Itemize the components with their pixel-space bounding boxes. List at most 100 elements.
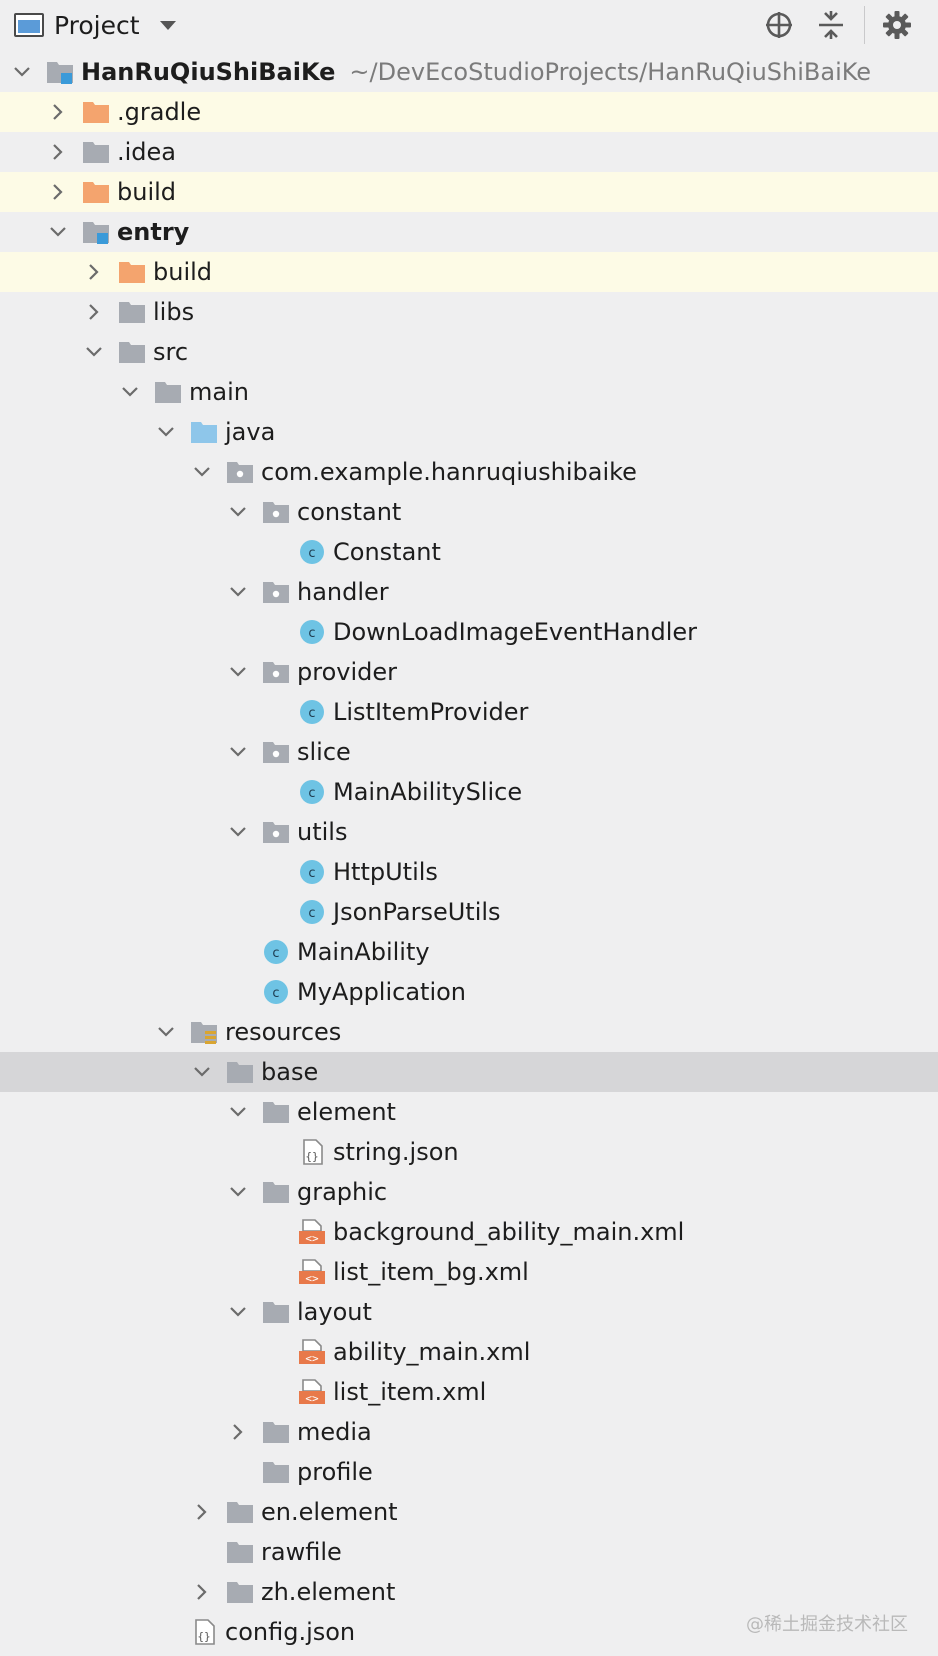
- chevron-down-icon[interactable]: [192, 462, 212, 482]
- tree-row[interactable]: {}string.json: [0, 1132, 938, 1172]
- tree-row[interactable]: resources: [0, 1012, 938, 1052]
- tree-row[interactable]: utils: [0, 812, 938, 852]
- locate-icon[interactable]: [762, 8, 796, 42]
- chevron-down-icon[interactable]: [84, 342, 104, 362]
- tree-item-name: resources: [225, 1018, 342, 1046]
- tree-item-label: handler: [297, 577, 389, 607]
- svg-text:c: c: [308, 906, 315, 921]
- tree-row[interactable]: zh.element: [0, 1572, 938, 1612]
- folder-icon: [262, 1299, 290, 1325]
- tree-row[interactable]: base: [0, 1052, 938, 1092]
- tree-row[interactable]: layout: [0, 1292, 938, 1332]
- tree-row[interactable]: provider: [0, 652, 938, 692]
- gear-icon[interactable]: [880, 8, 914, 42]
- chevron-right-icon[interactable]: [192, 1502, 212, 1522]
- source-folder-icon: [190, 419, 218, 445]
- tree-item-name: media: [297, 1418, 372, 1446]
- chevron-right-icon[interactable]: [48, 182, 68, 202]
- folder-icon: [118, 339, 146, 365]
- tree-item-label: config.json: [225, 1617, 355, 1647]
- chevron-down-icon[interactable]: [228, 742, 248, 762]
- tree-item-label: provider: [297, 657, 397, 687]
- tree-item-label: .gradle: [117, 97, 201, 127]
- tree-item-name: list_item_bg.xml: [333, 1258, 529, 1286]
- class-icon: c: [298, 779, 326, 805]
- project-tree: HanRuQiuShiBaiKe~/DevEcoStudioProjects/H…: [0, 52, 938, 1652]
- chevron-down-icon[interactable]: [156, 1022, 176, 1042]
- tree-row[interactable]: media: [0, 1412, 938, 1452]
- tree-row[interactable]: .gradle: [0, 92, 938, 132]
- tree-item-label: resources: [225, 1017, 341, 1047]
- tree-row[interactable]: HanRuQiuShiBaiKe~/DevEcoStudioProjects/H…: [0, 52, 938, 92]
- collapse-all-icon[interactable]: [814, 8, 848, 42]
- tree-row[interactable]: com.example.hanruqiushibaike: [0, 452, 938, 492]
- chevron-down-icon[interactable]: [120, 382, 140, 402]
- tree-row[interactable]: c JsonParseUtils: [0, 892, 938, 932]
- tree-row[interactable]: en.element: [0, 1492, 938, 1532]
- tree-item-label: background_ability_main.xml: [333, 1217, 684, 1247]
- tree-row[interactable]: build: [0, 172, 938, 212]
- tree-item-label: build: [117, 177, 176, 207]
- tree-row[interactable]: main: [0, 372, 938, 412]
- tree-row[interactable]: element: [0, 1092, 938, 1132]
- tree-row[interactable]: entry: [0, 212, 938, 252]
- tree-row[interactable]: build: [0, 252, 938, 292]
- tree-row[interactable]: <>list_item_bg.xml: [0, 1252, 938, 1292]
- tree-item-name: utils: [297, 818, 348, 846]
- tree-item-label: JsonParseUtils: [333, 897, 501, 927]
- chevron-down-icon[interactable]: [228, 822, 248, 842]
- tree-row[interactable]: java: [0, 412, 938, 452]
- tree-row[interactable]: <>list_item.xml: [0, 1372, 938, 1412]
- chevron-down-icon[interactable]: [228, 502, 248, 522]
- package-icon: [262, 659, 290, 685]
- chevron-right-icon[interactable]: [48, 142, 68, 162]
- tree-row[interactable]: constant: [0, 492, 938, 532]
- tree-item-label: base: [261, 1057, 318, 1087]
- chevron-down-icon[interactable]: [48, 222, 68, 242]
- tree-row[interactable]: .idea: [0, 132, 938, 172]
- tree-row[interactable]: profile: [0, 1452, 938, 1492]
- svg-text:c: c: [308, 546, 315, 561]
- chevron-down-icon[interactable]: [228, 662, 248, 682]
- tree-item-name: MainAbilitySlice: [333, 778, 523, 806]
- class-icon: c: [262, 979, 290, 1005]
- folder-icon: [262, 1099, 290, 1125]
- tree-item-name: com.example.hanruqiushibaike: [261, 458, 637, 486]
- chevron-down-icon[interactable]: [156, 422, 176, 442]
- tree-row[interactable]: graphic: [0, 1172, 938, 1212]
- window-icon: [14, 13, 44, 37]
- excluded-folder-icon: [82, 179, 110, 205]
- tree-row[interactable]: <>ability_main.xml: [0, 1332, 938, 1372]
- tree-row[interactable]: src: [0, 332, 938, 372]
- tree-row[interactable]: <>background_ability_main.xml: [0, 1212, 938, 1252]
- tree-row[interactable]: {}config.json: [0, 1612, 938, 1652]
- tree-item-label: constant: [297, 497, 401, 527]
- chevron-right-icon[interactable]: [84, 302, 104, 322]
- chevron-down-icon[interactable]: [12, 62, 32, 82]
- chevron-down-icon[interactable]: [192, 1062, 212, 1082]
- tree-item-label: graphic: [297, 1177, 387, 1207]
- chevron-down-icon[interactable]: [228, 1302, 248, 1322]
- tree-row[interactable]: libs: [0, 292, 938, 332]
- chevron-right-icon[interactable]: [228, 1422, 248, 1442]
- tree-item-name: HttpUtils: [333, 858, 438, 886]
- chevron-right-icon[interactable]: [48, 102, 68, 122]
- tree-row[interactable]: rawfile: [0, 1532, 938, 1572]
- tree-row[interactable]: handler: [0, 572, 938, 612]
- tree-row[interactable]: slice: [0, 732, 938, 772]
- chevron-right-icon[interactable]: [84, 262, 104, 282]
- chevron-down-icon[interactable]: [228, 582, 248, 602]
- view-selector[interactable]: Project: [14, 6, 176, 44]
- chevron-down-icon[interactable]: [228, 1182, 248, 1202]
- chevron-down-icon[interactable]: [228, 1102, 248, 1122]
- tree-row[interactable]: c MainAbilitySlice: [0, 772, 938, 812]
- chevron-right-icon[interactable]: [192, 1582, 212, 1602]
- excluded-folder-icon: [82, 99, 110, 125]
- svg-text:c: c: [308, 626, 315, 641]
